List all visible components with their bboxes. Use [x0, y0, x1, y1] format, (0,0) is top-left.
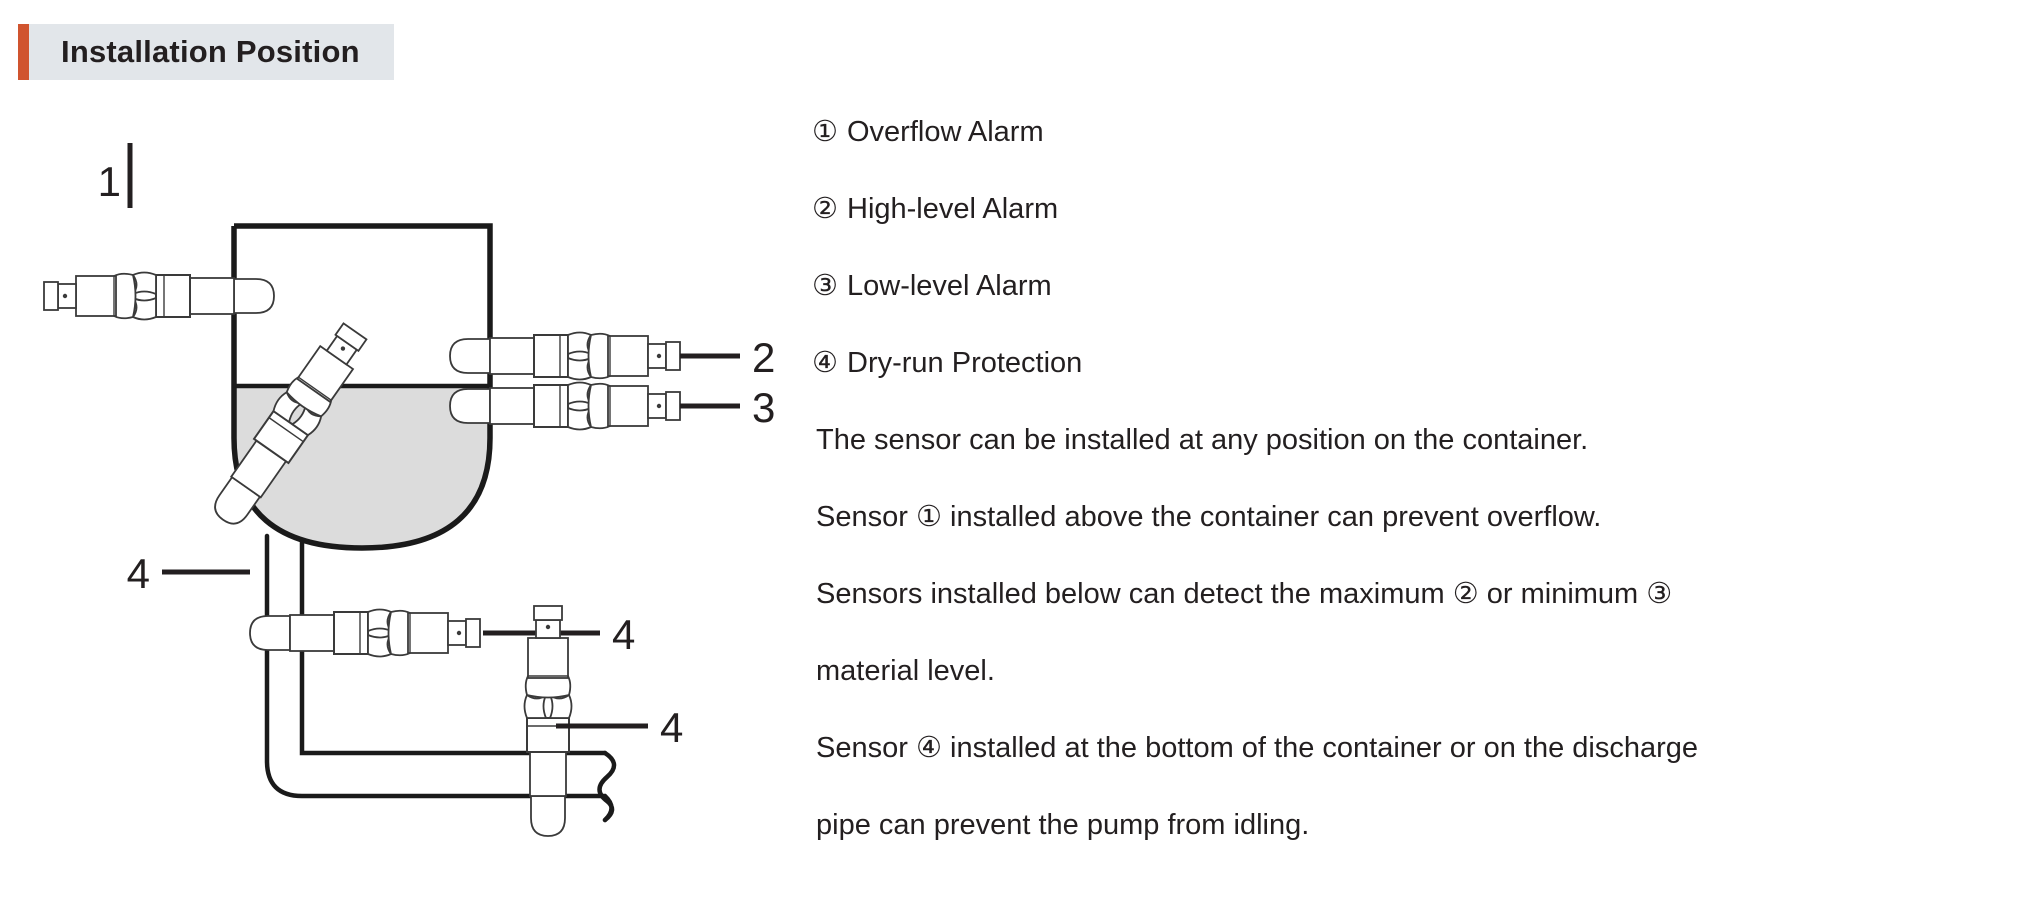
sensor-4-pipe: 4: [249, 608, 635, 658]
tank-schematic: 1 2 3 4 4 4: [43, 143, 775, 837]
legend-marker-4: ④: [812, 347, 838, 379]
legend-label-4: Dry-run Protection: [847, 347, 1083, 379]
page-header: Installation Position: [18, 24, 394, 80]
header-accent-bar: [18, 24, 29, 80]
callout-2-label: 2: [752, 334, 775, 381]
callout-4-bottom-label: 4: [660, 704, 683, 751]
description-paragraph: The sensor can be installed at any posit…: [812, 426, 2022, 840]
paragraph-line: The sensor can be installed at any posit…: [816, 424, 1589, 456]
description-panel: ① Overflow Alarm ② High-level Alarm ③ Low-l…: [812, 118, 2022, 840]
legend-item-dry-run-protection: ④ Dry-run Protection: [812, 349, 2022, 378]
legend-marker-2: ②: [812, 193, 838, 225]
sensor-1: 1: [43, 143, 275, 321]
legend-item-low-level-alarm: ③ Low-level Alarm: [812, 272, 2022, 301]
legend-label-3: Low-level Alarm: [847, 270, 1052, 302]
sensor-4-bottom: 4: [523, 605, 683, 837]
paragraph-line: Sensor ① installed above the container c…: [816, 501, 1602, 533]
sensor-3: 3: [449, 381, 775, 431]
callout-3-label: 3: [752, 384, 775, 431]
legend-item-high-level-alarm: ② High-level Alarm: [812, 195, 2022, 224]
legend-label-1: Overflow Alarm: [847, 116, 1044, 148]
callout-1-label: 1: [98, 158, 121, 205]
legend-item-overflow-alarm: ① Overflow Alarm: [812, 118, 2022, 147]
installation-diagram: 1 2 3 4 4 4: [0, 96, 800, 896]
paragraph-line: Sensors installed below can detect the m…: [816, 578, 1673, 610]
sensor-4-angled: 4: [127, 316, 376, 597]
callout-4-angled-label: 4: [127, 550, 150, 597]
legend-marker-1: ①: [812, 116, 838, 148]
legend-label-2: High-level Alarm: [847, 193, 1059, 225]
sensor-2: 2: [449, 331, 775, 381]
paragraph-line: material level.: [816, 655, 995, 687]
paragraph-line: Sensor ④ installed at the bottom of the …: [816, 732, 1699, 764]
callout-4-pipe-label: 4: [612, 611, 635, 658]
page-title: Installation Position: [61, 34, 360, 69]
paragraph-line: pipe can prevent the pump from idling.: [816, 809, 1310, 841]
legend-marker-3: ③: [812, 270, 838, 302]
